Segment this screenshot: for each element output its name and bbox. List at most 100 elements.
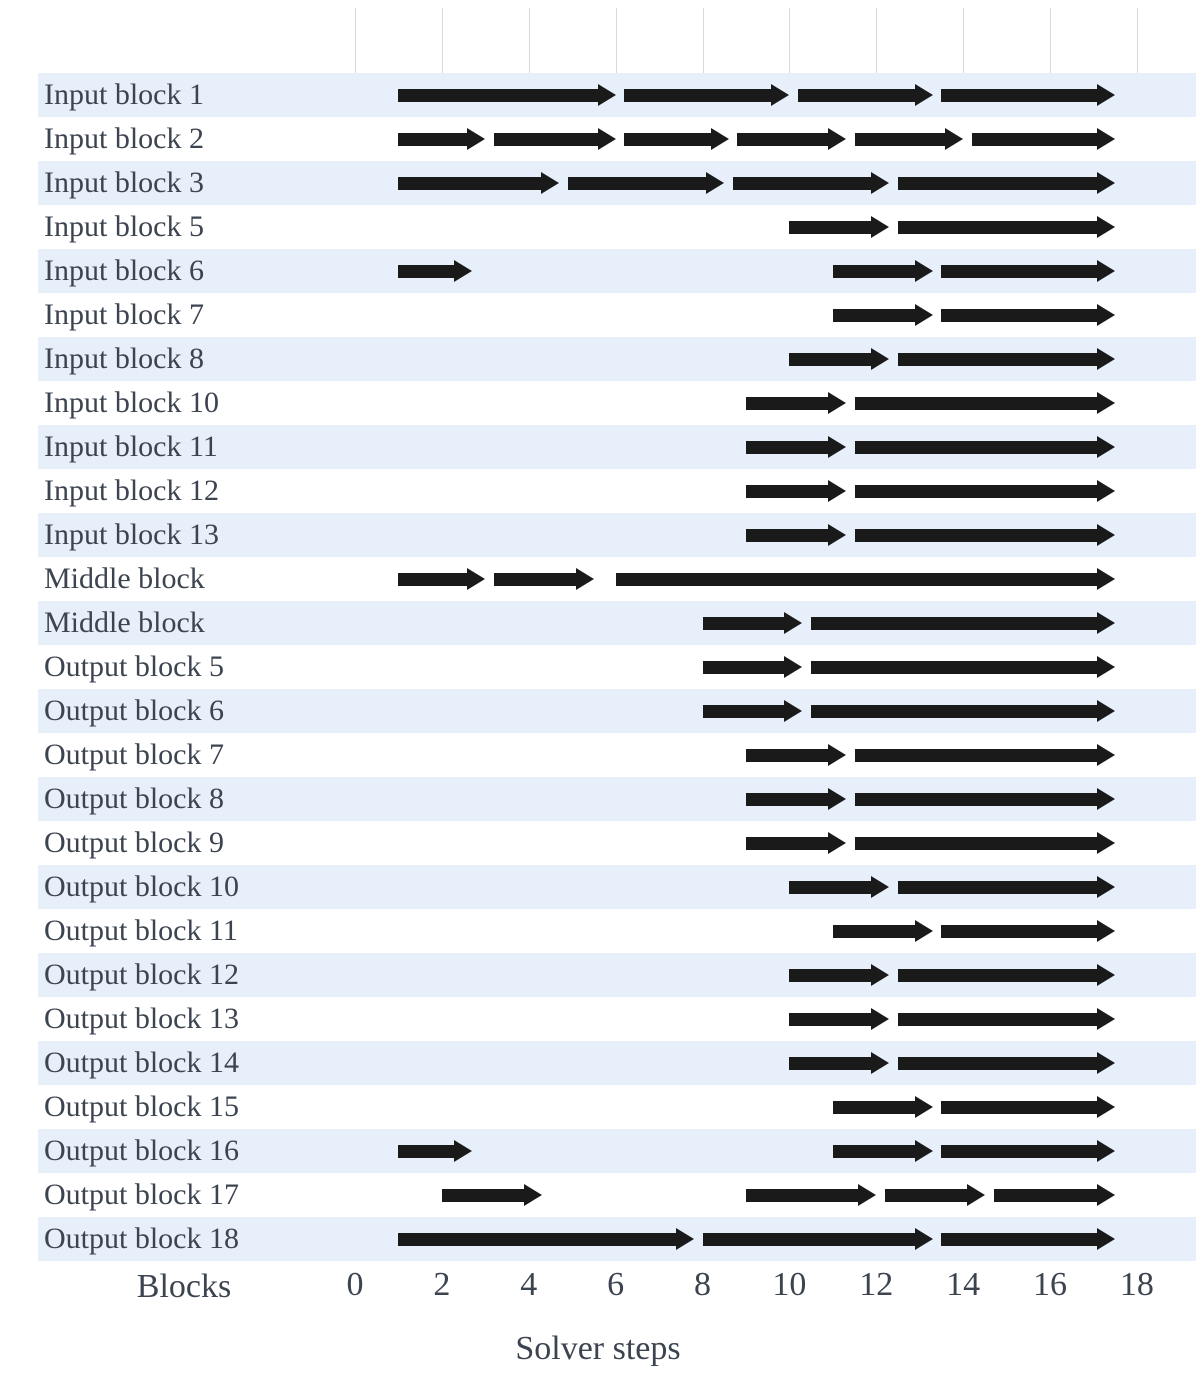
arrow-segment <box>898 348 1116 370</box>
arrow-segment <box>854 436 1116 458</box>
row-label: Input block 2 <box>44 122 204 155</box>
row-label: Output block 13 <box>44 1002 239 1035</box>
row-label: Output block 17 <box>44 1178 239 1211</box>
arrow-shaft <box>745 485 829 498</box>
arrow-segment <box>745 436 846 458</box>
arrow-segment <box>745 524 846 546</box>
arrow-segment <box>745 480 846 502</box>
row-label: Middle block <box>44 606 205 639</box>
row-label: Middle block <box>44 562 205 595</box>
arrow-shaft <box>941 309 1099 322</box>
arrow-segment <box>898 964 1116 986</box>
arrow-head-icon <box>1097 304 1116 326</box>
arrow-segment <box>745 832 846 854</box>
arrow-segment <box>624 128 729 150</box>
arrow-segment <box>567 172 725 194</box>
row-label: Input block 8 <box>44 342 204 375</box>
arrow-segment <box>615 568 1116 590</box>
arrow-shaft <box>854 133 947 146</box>
arrow-shaft <box>993 1189 1099 1202</box>
arrow-head-icon <box>1097 612 1116 634</box>
row-label: Input block 11 <box>44 430 218 463</box>
x-tick-label-10: 10 <box>772 1266 807 1303</box>
arrow-head-icon <box>871 216 890 238</box>
arrow-head-icon <box>871 876 890 898</box>
arrow-shaft <box>398 133 469 146</box>
arrow-head-icon <box>1097 1096 1116 1118</box>
arrow-shaft <box>811 617 1099 630</box>
row-label: Input block 13 <box>44 518 219 551</box>
arrow-shaft <box>441 1189 525 1202</box>
arrow-head-icon <box>1097 1008 1116 1030</box>
arrow-shaft <box>941 89 1099 102</box>
arrow-shaft <box>745 749 829 762</box>
arrow-shaft <box>789 353 873 366</box>
arrow-segment <box>832 920 933 942</box>
row-label: Input block 1 <box>44 78 204 111</box>
arrow-segment <box>789 348 890 370</box>
arrow-segment <box>898 1008 1116 1030</box>
arrow-head-icon <box>1097 832 1116 854</box>
x-tick-label-2: 2 <box>433 1266 451 1303</box>
arrow-head-icon <box>827 436 846 458</box>
arrow-head-icon <box>1097 524 1116 546</box>
arrow-segment <box>494 128 616 150</box>
arrow-shaft <box>702 617 786 630</box>
arrow-segment <box>832 260 933 282</box>
row-label: Output block 5 <box>44 650 224 683</box>
row-label: Output block 18 <box>44 1222 239 1255</box>
arrow-segment <box>398 128 486 150</box>
arrow-head-icon <box>1097 876 1116 898</box>
arrow-head-icon <box>827 128 846 150</box>
arrow-head-icon <box>541 172 560 194</box>
arrow-shaft <box>398 89 599 102</box>
arrow-head-icon <box>871 964 890 986</box>
arrow-shaft <box>811 705 1099 718</box>
x-tick-label-0: 0 <box>346 1266 364 1303</box>
arrow-shaft <box>811 661 1099 674</box>
arrow-segment <box>732 172 890 194</box>
arrow-head-icon <box>1097 172 1116 194</box>
arrow-shaft <box>398 265 456 278</box>
arrow-segment <box>398 172 560 194</box>
arrow-segment <box>898 172 1116 194</box>
arrow-head-icon <box>827 480 846 502</box>
arrow-head-icon <box>827 788 846 810</box>
arrow-segment <box>745 788 846 810</box>
x-tick-label-16: 16 <box>1033 1266 1068 1303</box>
arrow-head-icon <box>1097 392 1116 414</box>
y-axis-label: Blocks <box>136 1268 232 1305</box>
arrow-segment <box>854 524 1116 546</box>
row-label: Input block 6 <box>44 254 204 287</box>
arrow-segment <box>811 656 1116 678</box>
arrow-segment <box>745 392 846 414</box>
arrow-shaft <box>789 1057 873 1070</box>
arrow-head-icon <box>523 1184 542 1206</box>
arrow-head-icon <box>1097 84 1116 106</box>
arrow-head-icon <box>1097 436 1116 458</box>
arrow-shaft <box>854 441 1099 454</box>
arrow-segment <box>941 84 1116 106</box>
arrow-shaft <box>624 133 712 146</box>
arrow-head-icon <box>597 128 616 150</box>
arrow-segment <box>789 1052 890 1074</box>
arrow-segment <box>398 1140 473 1162</box>
arrow-shaft <box>745 441 829 454</box>
arrow-head-icon <box>871 172 890 194</box>
x-axis-label: Solver steps <box>515 1330 681 1367</box>
arrow-segment <box>971 128 1116 150</box>
arrow-segment <box>745 1184 877 1206</box>
arrow-shaft <box>941 1101 1099 1114</box>
arrow-head-icon <box>1097 568 1116 590</box>
arrow-head-icon <box>858 1184 877 1206</box>
row-label: Output block 9 <box>44 826 224 859</box>
row-label: Input block 5 <box>44 210 204 243</box>
x-tick-label-4: 4 <box>520 1266 538 1303</box>
arrow-shaft <box>567 177 708 190</box>
arrow-segment <box>789 876 890 898</box>
arrow-segment <box>941 260 1116 282</box>
arrow-shaft <box>941 1145 1099 1158</box>
row-label: Output block 7 <box>44 738 224 771</box>
arrow-shaft <box>702 661 786 674</box>
arrow-head-icon <box>784 656 803 678</box>
